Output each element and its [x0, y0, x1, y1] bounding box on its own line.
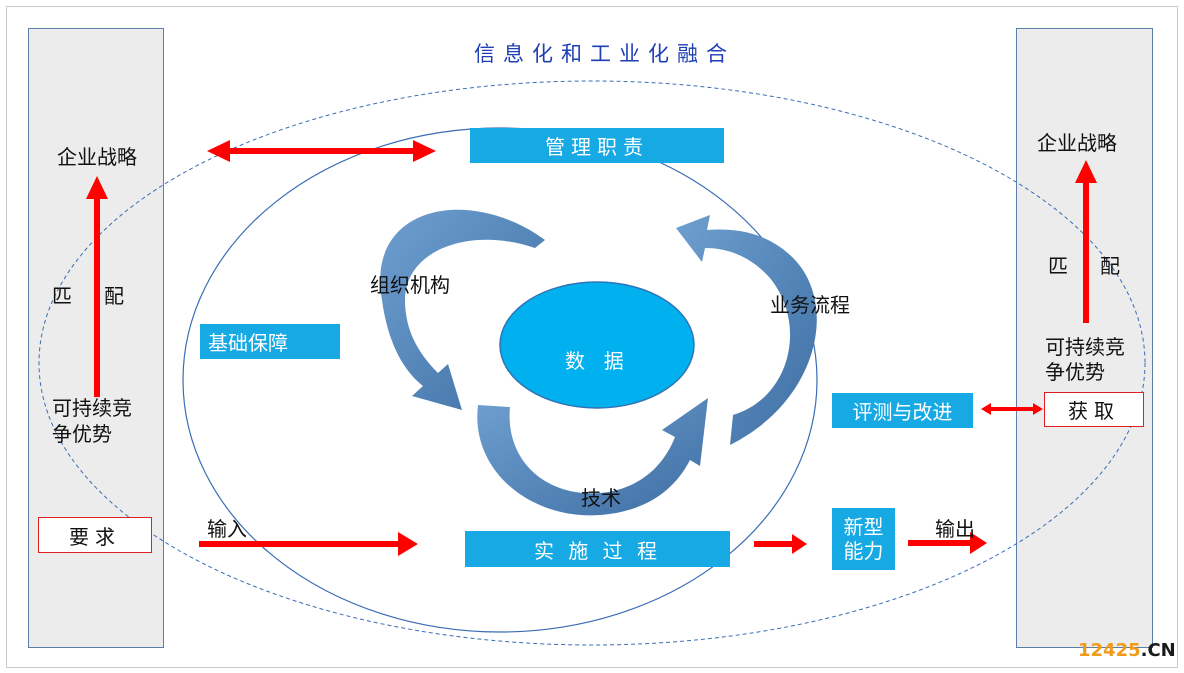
right-match-label-1: 匹 — [1048, 254, 1068, 278]
new-capability-box: 新型 能力 — [832, 508, 895, 570]
cycle-arrow-business — [676, 215, 817, 445]
red-arrows — [86, 140, 1097, 556]
watermark-suffix: .CN — [1140, 640, 1176, 661]
watermark-digits: 12425 — [1078, 640, 1141, 661]
acquire-label: 获取 — [1068, 399, 1120, 423]
watermark-logo: 12425.CN — [1078, 640, 1176, 661]
right-strategy-label: 企业战略 — [1037, 131, 1117, 155]
implementation-box: 实 施 过 程 — [465, 531, 730, 567]
management-box: 管理职责 — [470, 128, 724, 163]
left-match-arrow — [86, 176, 108, 397]
input-label: 输入 — [207, 517, 247, 541]
cycle-arrow-technology — [477, 398, 708, 516]
right-panel — [1016, 28, 1153, 648]
right-advantage-line1: 可持续竞 — [1045, 335, 1125, 359]
acquire-box: 获取 — [1044, 392, 1144, 427]
organization-label: 组织机构 — [370, 273, 450, 297]
foundation-box: 基础保障 — [200, 324, 340, 359]
left-advantage-line1: 可持续竞 — [52, 396, 132, 420]
input-arrow — [199, 532, 418, 556]
output-arrow — [908, 532, 987, 554]
data-label: 数 据 — [565, 349, 626, 373]
business-process-label: 业务流程 — [770, 293, 850, 317]
new-capability-line1: 新型 — [843, 515, 884, 539]
process-capability-arrow — [754, 534, 807, 554]
evaluation-acquire-arrow — [981, 403, 1043, 415]
page-title: 信息化和工业化融合 — [474, 42, 735, 66]
right-advantage-line2: 争优势 — [1045, 360, 1105, 384]
management-label: 管理职责 — [545, 135, 649, 159]
right-match-label-2: 配 — [1100, 254, 1120, 278]
evaluation-label: 评测与改进 — [852, 400, 953, 424]
strategy-management-arrow — [207, 140, 436, 162]
new-capability-line2: 能力 — [843, 539, 884, 563]
technology-label: 技术 — [581, 486, 621, 510]
requirement-box: 要求 — [38, 517, 152, 553]
evaluation-box: 评测与改进 — [832, 393, 973, 428]
left-strategy-label: 企业战略 — [57, 145, 137, 169]
requirement-label: 要求 — [69, 524, 121, 549]
left-match-label-2: 配 — [104, 284, 124, 308]
output-label: 输出 — [935, 517, 975, 541]
left-match-label-1: 匹 — [52, 284, 72, 308]
implementation-label: 实 施 过 程 — [533, 538, 662, 563]
right-match-arrow — [1075, 160, 1097, 323]
outer-dashed-ellipse — [38, 80, 1146, 646]
data-ellipse — [499, 281, 695, 409]
cycle-arrow-organization — [380, 209, 545, 410]
foundation-label: 基础保障 — [208, 331, 288, 355]
left-advantage-line2: 争优势 — [52, 422, 112, 446]
